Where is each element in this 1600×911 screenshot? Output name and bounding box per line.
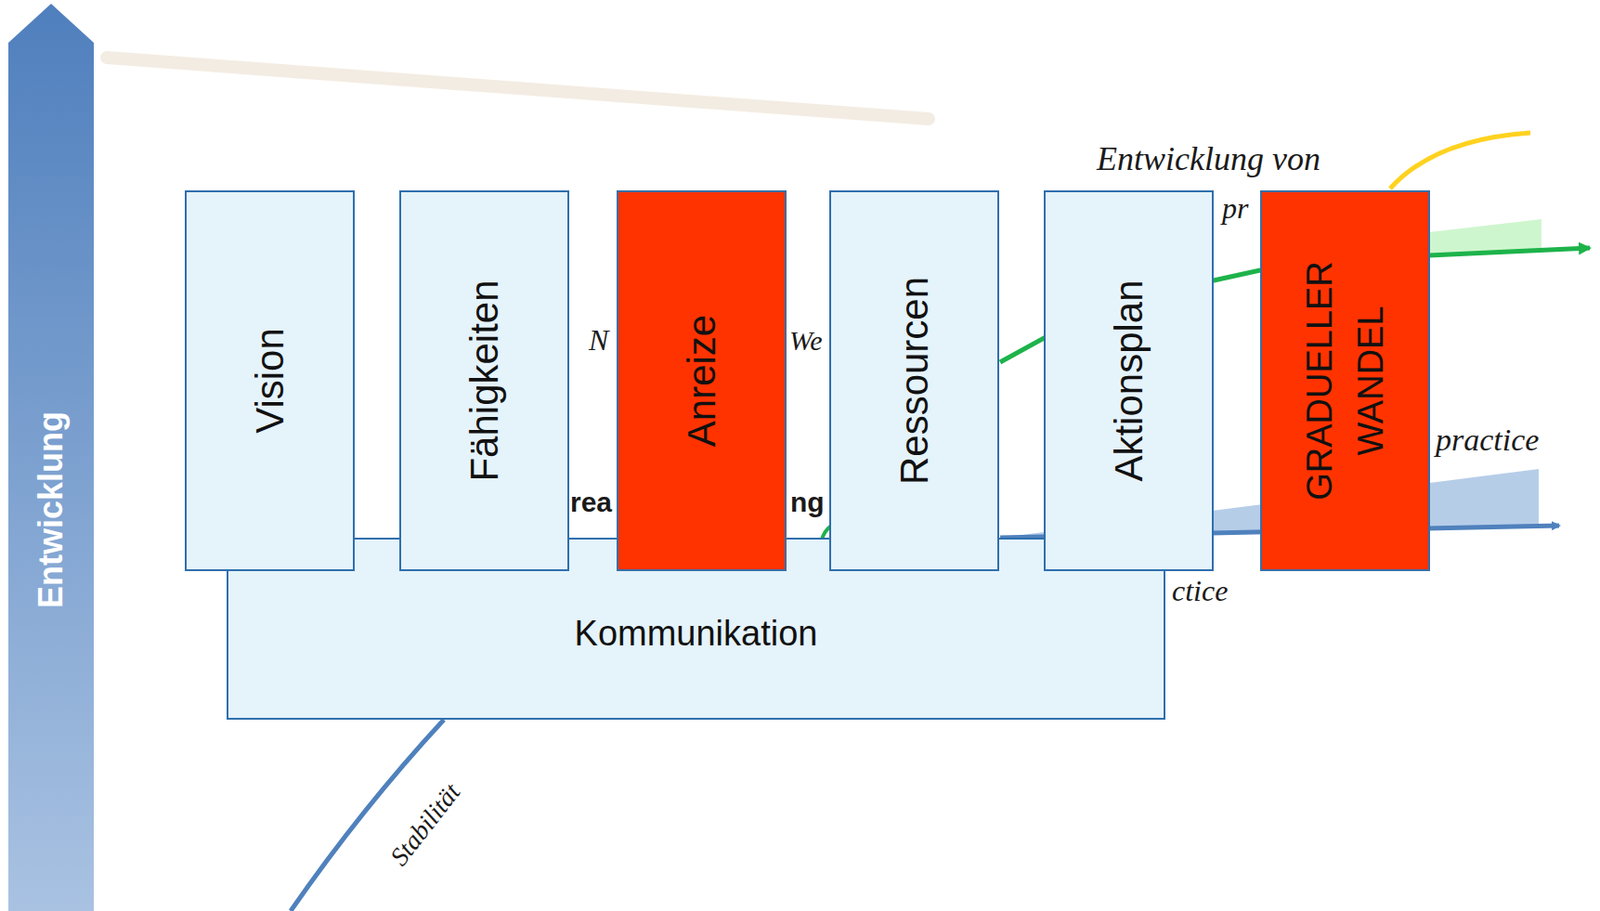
stage-box: Ressourcen bbox=[829, 190, 1000, 572]
annotation-text: N bbox=[588, 323, 609, 358]
box-label: Anreize bbox=[677, 314, 725, 447]
box-label: GRADUELLER WANDEL bbox=[1293, 250, 1396, 511]
box-label: Kommunikation bbox=[574, 613, 819, 654]
stage-box: Fähigkeiten bbox=[399, 190, 570, 572]
stage-box: Vision bbox=[184, 190, 355, 572]
vertical-arrow-band: Entwicklung bbox=[8, 0, 94, 911]
box-label: Ressourcen bbox=[890, 276, 937, 485]
arrow-fill bbox=[8, 3, 94, 911]
box-label: Entwicklung bbox=[30, 411, 71, 609]
background-pole bbox=[106, 57, 929, 119]
annotation-text: Entwicklung von bbox=[1096, 139, 1321, 179]
annotation-text: We bbox=[789, 325, 823, 357]
box-label: Aktionsplan bbox=[1105, 279, 1152, 482]
annotation-text: ng bbox=[790, 486, 825, 519]
annotation-text: ctice bbox=[1171, 573, 1228, 609]
annotation-text: pr bbox=[1222, 191, 1249, 226]
box-label: Vision bbox=[246, 327, 293, 434]
box-label: Fähigkeiten bbox=[460, 279, 508, 482]
stage-box: Aktionsplan bbox=[1043, 190, 1214, 572]
stage-box: GRADUELLER WANDEL bbox=[1260, 190, 1431, 572]
stage-box: Anreize bbox=[616, 190, 787, 572]
annotation-text: Stabilität bbox=[384, 778, 467, 872]
annotation-text: rea bbox=[570, 486, 612, 519]
annotation-text: practice bbox=[1435, 422, 1539, 458]
yellow-curve bbox=[1390, 132, 1531, 189]
